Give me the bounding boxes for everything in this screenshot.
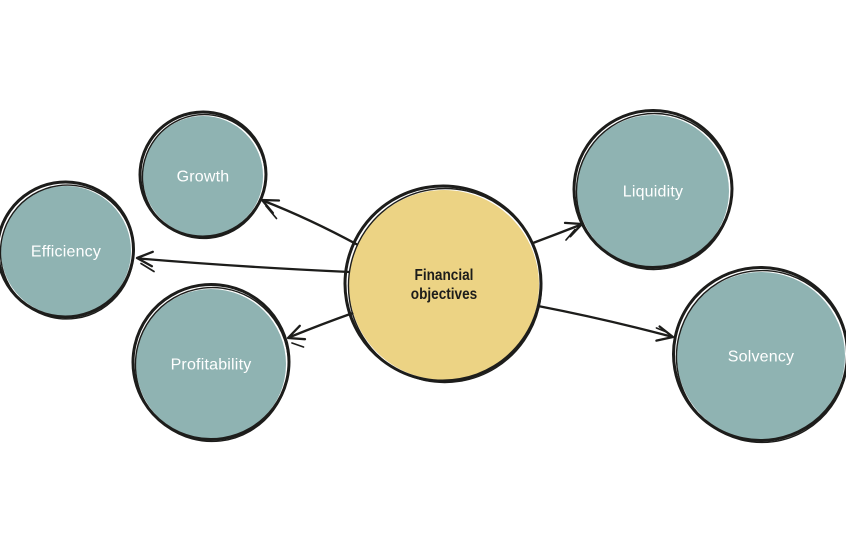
node-outline-sketch [141, 113, 267, 240]
arrow-shaft [531, 223, 582, 245]
node-outline [672, 265, 846, 443]
node-solvency: Solvency [672, 265, 846, 444]
arrow-shaft [262, 199, 360, 247]
node-fill-circle [136, 289, 286, 439]
arrowhead [135, 250, 154, 268]
node-efficiency-label: Efficiency [31, 244, 101, 261]
node-outline-sketch [134, 286, 290, 443]
arrowhead-sketch-stroke [655, 327, 668, 333]
hub-label-line1: Financial [415, 267, 474, 284]
node-financial-objectives-hub: Financial objectives [343, 184, 543, 384]
node-fill-circle [1, 186, 131, 316]
node-outline-sketch [0, 184, 135, 320]
hub-fill-circle [349, 190, 539, 380]
arrowhead-sketch-stroke [565, 228, 576, 241]
arrow-to-liquidity [531, 221, 584, 245]
node-growth: Growth [138, 110, 268, 240]
node-liquidity-label: Liquidity [623, 184, 684, 201]
arrowhead [655, 325, 675, 342]
node-outline [572, 108, 734, 270]
node-fill-circle [677, 272, 845, 440]
arrowhead-sketch-stroke [140, 262, 155, 273]
node-fill-circle [577, 115, 729, 267]
node-solvency-label: Solvency [728, 349, 795, 366]
node-liquidity: Liquidity [572, 108, 734, 271]
node-outline-sketch [575, 112, 733, 271]
hub-outline-sketch [347, 187, 543, 384]
arrow-to-growth [260, 198, 360, 247]
node-profitability: Profitability [131, 282, 291, 443]
arrowhead-sketch-stroke [291, 342, 305, 348]
node-outline [131, 282, 291, 442]
arrowhead-sketch-stroke [265, 205, 278, 220]
node-growth-label: Growth [177, 169, 230, 186]
arrow-to-profitability [286, 311, 355, 348]
node-efficiency: Efficiency [0, 180, 135, 320]
hub-label-line2: objectives [411, 286, 477, 303]
arrow-to-efficiency [135, 250, 352, 274]
arrow-shaft [536, 304, 673, 338]
arrow-shaft [137, 257, 352, 274]
arrow-shaft [288, 311, 355, 339]
node-profitability-label: Profitability [171, 357, 252, 374]
arrow-to-solvency [536, 304, 675, 342]
arrowhead [286, 324, 307, 341]
node-outline-sketch [675, 269, 846, 444]
node-fill-circle [143, 116, 263, 236]
